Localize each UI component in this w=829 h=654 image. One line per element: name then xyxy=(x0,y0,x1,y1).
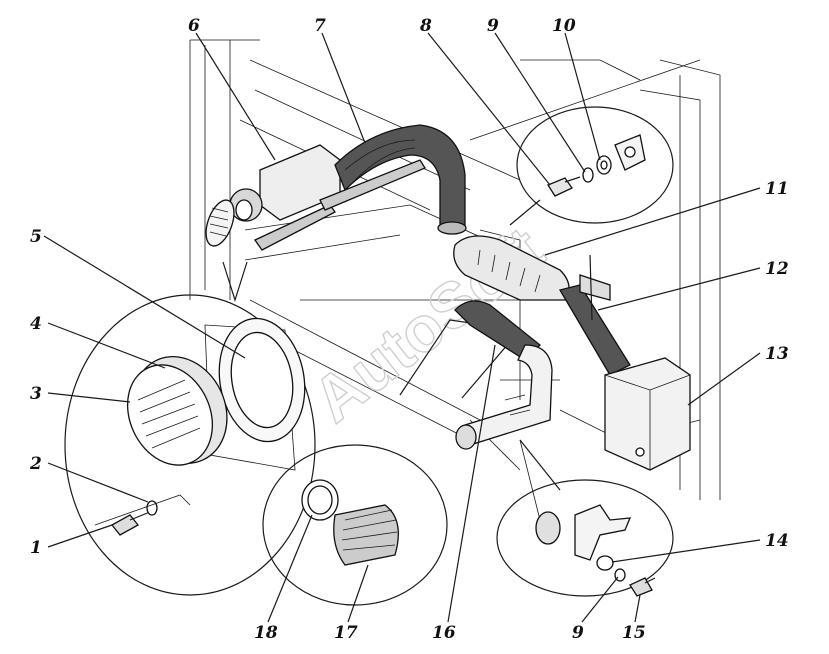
grille-detail-parts xyxy=(94,317,306,536)
air-duct-assembly xyxy=(229,124,467,251)
callout-1: 1 xyxy=(30,538,42,558)
heater-assembly xyxy=(453,235,691,471)
callout-14: 14 xyxy=(765,531,789,551)
callout-labels: 1 2 3 4 5 6 7 8 9 10 11 12 13 14 9 15 16… xyxy=(29,16,789,643)
callout-6: 6 xyxy=(188,16,200,36)
bracket-detail-parts xyxy=(535,504,656,597)
callout-5: 5 xyxy=(30,227,42,247)
callout-12: 12 xyxy=(765,259,789,279)
watermark-text: AutoSoft xyxy=(299,213,556,436)
callout-9-top: 9 xyxy=(487,16,499,36)
detail-bolt-bubble xyxy=(516,106,674,224)
clamp-detail-parts xyxy=(301,479,399,566)
callout-16: 16 xyxy=(432,623,456,643)
detail-clamp-bubble xyxy=(262,444,448,606)
callout-10: 10 xyxy=(552,16,576,36)
callout-8: 8 xyxy=(419,16,432,36)
callout-18: 18 xyxy=(254,623,278,643)
detail-grille-bubble xyxy=(64,294,316,596)
lower-duct-assembly xyxy=(454,300,553,450)
callout-4: 4 xyxy=(30,314,42,334)
callout-11: 11 xyxy=(765,179,789,199)
callout-3: 3 xyxy=(30,384,42,404)
detail-bracket-bubble xyxy=(496,479,674,597)
callout-17: 17 xyxy=(334,623,358,643)
callout-2: 2 xyxy=(29,454,42,474)
callout-7: 7 xyxy=(314,16,326,36)
leader-lines xyxy=(43,32,761,623)
callout-15: 15 xyxy=(622,623,646,643)
callout-13: 13 xyxy=(765,344,789,364)
callout-9-bottom: 9 xyxy=(572,623,584,643)
bolt-detail-parts xyxy=(547,134,646,197)
small-vent-grille xyxy=(205,199,235,247)
